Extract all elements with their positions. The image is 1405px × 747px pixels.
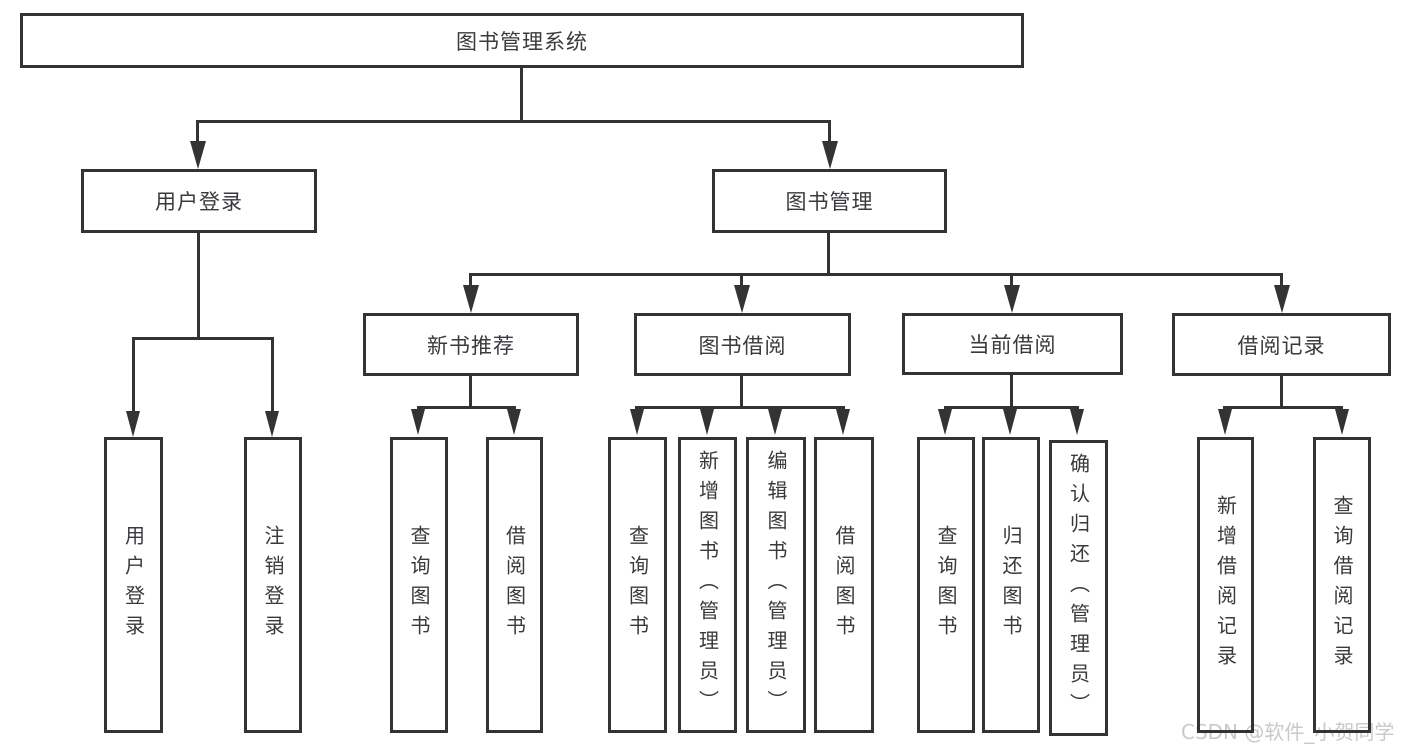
node-user-login-label: 用户登录 [155, 190, 243, 214]
leaf-query-book-3: 查询图书 [917, 437, 975, 733]
node-current-borrow-label: 当前借阅 [968, 333, 1057, 357]
leaf-edit-book: 编辑图书（管理员） [746, 437, 806, 733]
arrowhead-icon [836, 409, 850, 435]
arrowhead-icon [1003, 409, 1017, 435]
connector-line [827, 231, 830, 276]
connector-line [196, 120, 199, 146]
leaf-query-book-1-label: 查询图书 [407, 525, 431, 645]
connector-line [1223, 406, 1343, 409]
arrowhead-icon [126, 411, 140, 437]
leaf-user-login: 用户登录 [104, 437, 163, 733]
leaf-borrow-book-1: 借阅图书 [486, 437, 543, 733]
arrowhead-icon [630, 409, 644, 435]
leaf-add-record-label: 新增借阅记录 [1213, 495, 1238, 675]
connector-line [469, 273, 1283, 276]
leaf-add-book: 新增图书（管理员） [678, 437, 737, 733]
arrowhead-icon [1274, 285, 1290, 313]
node-new-book-rec-label: 新书推荐 [427, 333, 515, 358]
connector-line [1280, 374, 1283, 409]
connector-line [469, 273, 472, 290]
leaf-query-book-3-label: 查询图书 [934, 525, 958, 645]
leaf-return-book: 归还图书 [982, 437, 1040, 733]
csdn-watermark: CSDN @软件_小贺同学 [1181, 720, 1395, 744]
connector-line [520, 66, 523, 123]
connector-line [469, 374, 472, 409]
leaf-confirm-return-label: 确认归还（管理员） [1066, 453, 1091, 723]
node-book-borrow: 图书借阅 [634, 313, 851, 376]
arrowhead-icon [734, 285, 750, 313]
arrowhead-icon [768, 409, 782, 435]
leaf-return-book-label: 归还图书 [999, 525, 1023, 645]
node-current-borrow: 当前借阅 [902, 313, 1123, 375]
node-book-borrow-label: 图书借阅 [698, 333, 787, 358]
arrowhead-icon [507, 409, 521, 435]
connector-line [635, 406, 845, 409]
connector-line [740, 374, 743, 409]
arrowhead-icon [463, 285, 479, 313]
node-borrow-record: 借阅记录 [1172, 313, 1391, 376]
leaf-borrow-book-1-label: 借阅图书 [502, 525, 527, 645]
node-book-mgmt: 图书管理 [712, 169, 947, 233]
connector-line [196, 120, 831, 123]
leaf-logout: 注销登录 [244, 437, 302, 733]
arrowhead-icon [1070, 409, 1084, 435]
leaf-edit-book-label: 编辑图书（管理员） [764, 450, 788, 720]
arrowhead-icon [1218, 409, 1232, 435]
leaf-borrow-book-2-label: 借阅图书 [832, 525, 856, 645]
leaf-user-login-label: 用户登录 [121, 525, 146, 645]
arrowhead-icon [411, 409, 425, 435]
arrowhead-icon [190, 141, 206, 169]
connector-line [132, 337, 135, 415]
connector-line [132, 337, 274, 340]
leaf-logout-label: 注销登录 [261, 525, 285, 645]
node-new-book-rec: 新书推荐 [363, 313, 579, 376]
node-root: 图书管理系统 [20, 13, 1024, 68]
node-book-mgmt-label: 图书管理 [785, 190, 874, 214]
node-root-label: 图书管理系统 [456, 29, 588, 54]
node-user-login: 用户登录 [81, 169, 317, 233]
leaf-query-book-1: 查询图书 [390, 437, 448, 733]
connector-line [1010, 273, 1013, 290]
leaf-query-record-label: 查询借阅记录 [1330, 495, 1354, 675]
leaf-borrow-book-2: 借阅图书 [814, 437, 874, 733]
connector-line [1280, 273, 1283, 290]
arrowhead-icon [1004, 285, 1020, 313]
arrowhead-icon [1335, 409, 1349, 435]
leaf-query-record: 查询借阅记录 [1313, 437, 1371, 733]
leaf-query-book-2: 查询图书 [608, 437, 667, 733]
arrowhead-icon [822, 141, 838, 169]
leaf-add-record: 新增借阅记录 [1197, 437, 1254, 733]
connector-line [740, 273, 743, 290]
leaf-add-book-label: 新增图书（管理员） [695, 450, 720, 720]
node-borrow-record-label: 借阅记录 [1237, 333, 1326, 358]
arrowhead-icon [938, 409, 952, 435]
connector-line [944, 406, 1079, 409]
leaf-confirm-return: 确认归还（管理员） [1049, 440, 1108, 736]
connector-line [1010, 373, 1013, 409]
arrowhead-icon [265, 411, 279, 437]
connector-line [271, 337, 274, 415]
connector-line [197, 231, 200, 340]
connector-line [417, 406, 516, 409]
connector-line [828, 120, 831, 146]
leaf-query-book-2-label: 查询图书 [625, 525, 650, 645]
arrowhead-icon [700, 409, 714, 435]
